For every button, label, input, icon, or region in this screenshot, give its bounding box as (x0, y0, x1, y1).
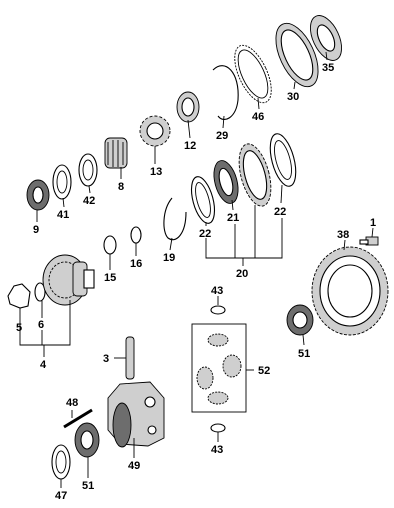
label-47: 47 (55, 490, 67, 502)
label-43-top: 43 (211, 285, 223, 297)
label-9: 9 (33, 224, 39, 236)
washer-43-top-icon (210, 305, 226, 315)
bolt-1-icon (359, 236, 379, 246)
label-20: 20 (236, 268, 248, 280)
part-labels: 35 30 46 29 12 13 8 42 41 9 22 21 22 19 … (16, 62, 376, 502)
label-3: 3 (103, 353, 109, 365)
roll-pin-48-icon (63, 408, 93, 429)
label-49: 49 (128, 460, 140, 472)
bearing-51-right-icon (286, 304, 314, 336)
gear-ring-icon (238, 143, 272, 207)
label-6: 6 (38, 319, 44, 331)
label-48: 48 (66, 397, 78, 409)
pinion-gear-8-icon (104, 137, 128, 169)
synchro-ring-30-icon (275, 22, 319, 88)
label-43-bottom: 43 (211, 444, 223, 456)
ring-35-icon (310, 15, 342, 61)
washer-15-icon (103, 235, 117, 255)
leader-lines (19, 51, 374, 488)
label-15: 15 (104, 272, 116, 284)
label-35: 35 (322, 62, 334, 74)
label-22-left: 22 (199, 228, 211, 240)
label-52: 52 (258, 365, 270, 377)
label-16: 16 (130, 258, 142, 270)
washer-6-icon (34, 282, 46, 302)
label-42: 42 (83, 195, 95, 207)
label-51-right: 51 (298, 348, 310, 360)
snap-ring-19-icon (163, 197, 187, 241)
gear-carrier-4-icon (42, 254, 95, 306)
ring-22-left-icon (190, 176, 216, 224)
gear-set-52-frame (191, 323, 247, 413)
bearing-51-left-icon (74, 422, 100, 458)
spider-gear-set-52-icon (196, 333, 242, 405)
diff-case-49-icon (107, 381, 165, 448)
bearing-21-icon (213, 160, 239, 204)
ring-22-right-icon (269, 133, 297, 187)
washer-16-icon (130, 226, 142, 244)
washer-42-icon (78, 153, 98, 187)
friction-ring-46-icon (234, 44, 272, 104)
label-38: 38 (337, 229, 349, 241)
label-5: 5 (16, 322, 22, 334)
label-41: 41 (57, 209, 69, 221)
label-12: 12 (184, 140, 196, 152)
label-21: 21 (227, 212, 239, 224)
label-8: 8 (118, 181, 124, 193)
washer-41-icon (52, 164, 72, 200)
washer-47-icon (51, 444, 71, 480)
shaft-pin-3-icon (125, 336, 135, 380)
sprocket-13-icon (139, 115, 171, 147)
label-29: 29 (216, 130, 228, 142)
label-4: 4 (40, 359, 47, 371)
label-13: 13 (150, 166, 162, 178)
label-51-left: 51 (82, 480, 94, 492)
label-19: 19 (163, 252, 175, 264)
label-46: 46 (252, 111, 264, 123)
washer-43-bottom-icon (210, 423, 226, 433)
bearing-12-icon (176, 91, 200, 123)
bearing-9-icon (26, 179, 50, 211)
label-1: 1 (370, 217, 376, 229)
gasket-5-icon (7, 283, 31, 309)
ring-gear-38-icon (311, 246, 389, 336)
snap-ring-29-icon (212, 65, 239, 120)
label-22-right: 22 (274, 206, 286, 218)
label-30: 30 (287, 91, 299, 103)
